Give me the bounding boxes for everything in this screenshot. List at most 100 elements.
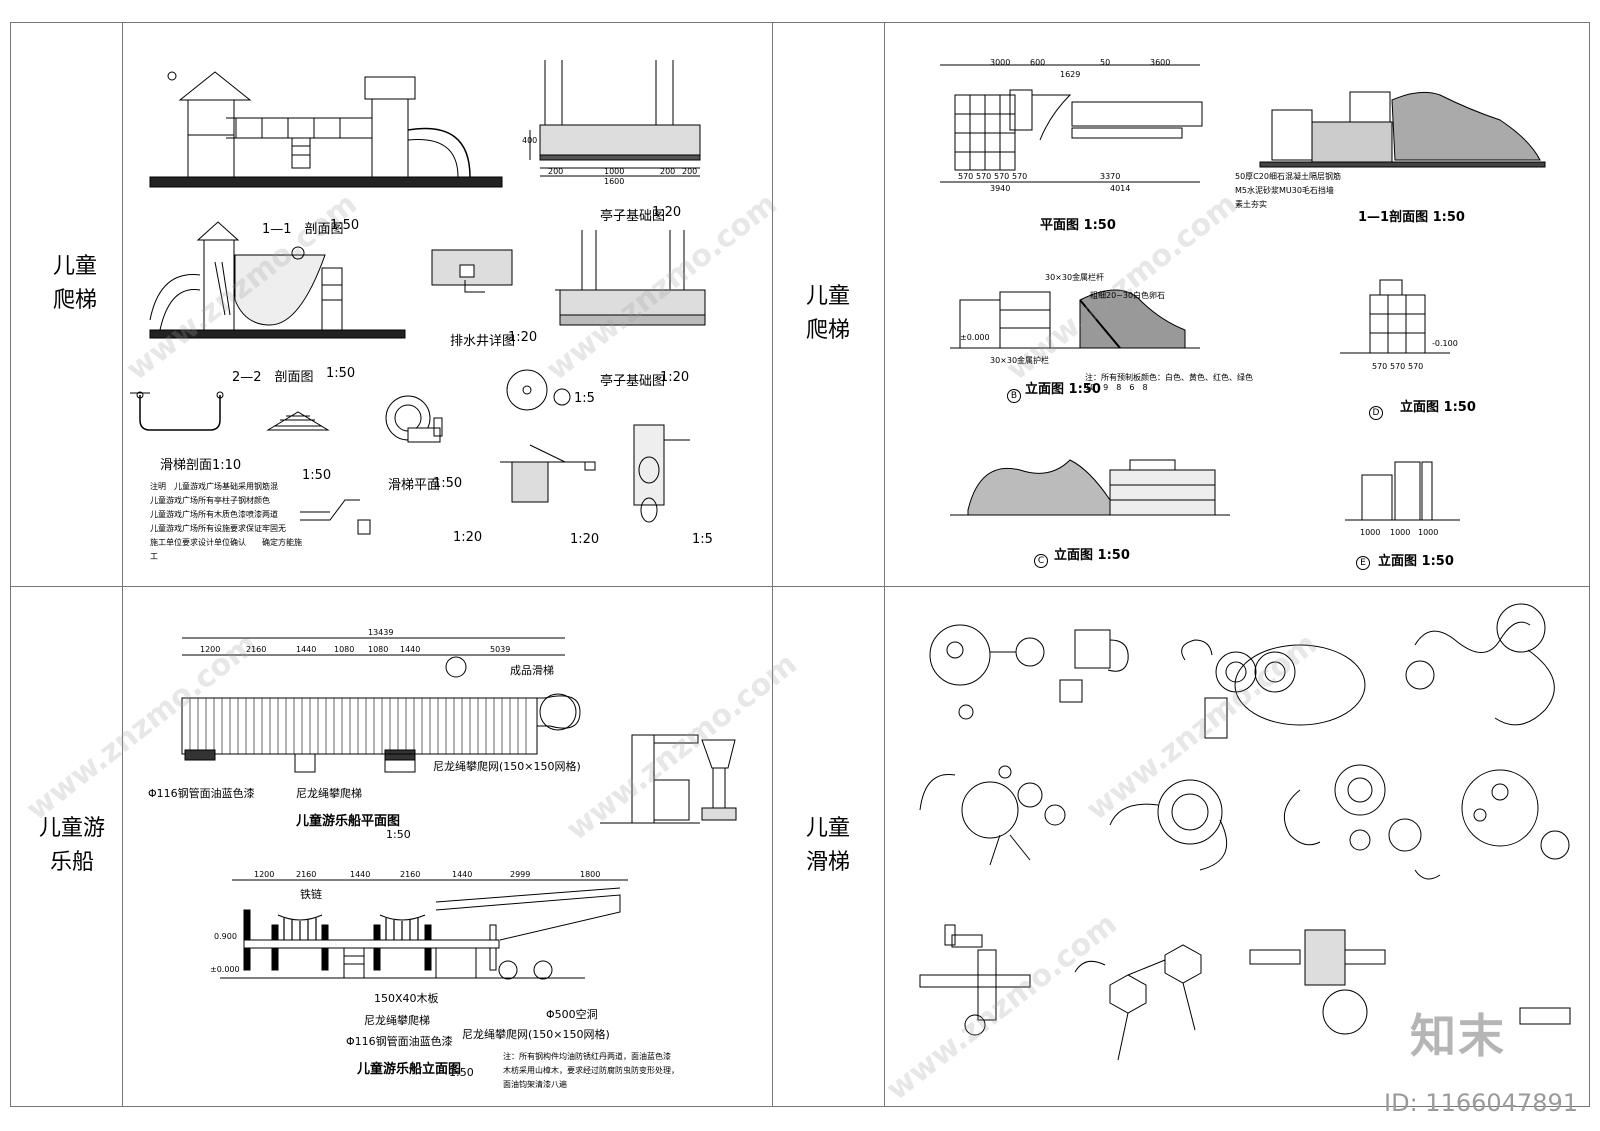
climb-elevation-e-drawing	[1345, 461, 1460, 521]
scale-section-2-2: 1:50	[326, 366, 356, 381]
pavilion-foundation-top-drawing	[529, 60, 701, 177]
caption-slide-plan: 滑梯平面	[388, 478, 441, 493]
dim-plan-bottom-3: 570	[994, 172, 1010, 181]
marker-e: E	[1356, 556, 1370, 570]
boat-plan-dim-3: 1440	[296, 645, 317, 654]
detail-1-scale: 1:50	[302, 468, 332, 483]
elev-label-level-neg: -0.100	[1432, 339, 1458, 348]
climb-color-note-2: 10 9 8 6 8	[1085, 383, 1148, 392]
boat-plan-dim-5: 1080	[368, 645, 389, 654]
elev-label-level-0: ±0.000	[960, 333, 990, 342]
caption-boat-plan: 儿童游乐船平面图	[296, 814, 401, 829]
boat-note-line: 注：所有钢构件均油防锈红丹两道，面油蓝色漆	[503, 1052, 671, 1061]
pavilion-foundation-middle-drawing	[555, 230, 706, 326]
dim-plan-bottom-4: 570	[1012, 172, 1028, 181]
scale-drain: 1:20	[508, 330, 538, 345]
climb-section-notes: 50厚C20细石混凝土隔层钢筋 M5水泥砂浆MU30毛石挡墙 素土夯实	[1235, 170, 1341, 212]
boat-elev-dim-4: 2160	[400, 870, 421, 879]
section-2-2-drawing	[149, 221, 406, 339]
slide-plan-icons	[919, 603, 1571, 1061]
detail-2-drawing	[633, 424, 690, 523]
scale-slide-plan: 1:50	[433, 476, 463, 491]
dim-plan-top-1: 3000	[990, 58, 1011, 67]
climb-note-line: 施工单位要求设计单位确认 确定方能施	[150, 538, 302, 547]
dim-plan-top-2: 600	[1030, 58, 1046, 67]
panel-label-boat: 儿童游 乐船	[22, 812, 122, 880]
boat-elev-dim-2: 2160	[296, 870, 317, 879]
dim-foundation-1: 200	[548, 167, 564, 176]
caption-climb-elev-d: 立面图 1:50	[1400, 400, 1476, 415]
boat-note-line: 面油钧架清漆八遍	[503, 1080, 567, 1089]
section-note-line: 50厚C20细石混凝土隔层钢筋	[1235, 172, 1341, 181]
watermark-id: ID: 1166047891	[1384, 1089, 1578, 1117]
panel-label-slide-line2: 滑梯	[805, 850, 850, 875]
boat-plan-dim-2: 2160	[246, 645, 267, 654]
dim-foundation-4: 1600	[604, 177, 625, 186]
dim-foundation-2: 1000	[604, 167, 625, 176]
marker-c: C	[1034, 554, 1048, 568]
boat-label-board: 150X40木板	[374, 992, 439, 1005]
panel-label-slide: 儿童 滑梯	[782, 812, 874, 880]
climb-note-line: 注明 儿童游戏广场基础采用钢筋混	[150, 482, 278, 491]
climb-elevation-b-drawing	[950, 289, 1200, 349]
caption-section-1-1: 1—1 剖面图	[262, 222, 344, 237]
scale-section-1-1: 1:50	[330, 218, 360, 233]
dim-plan-total-1: 3940	[990, 184, 1011, 193]
elev-label-railing: 30×30金属栏杆	[1045, 273, 1105, 282]
boat-elev-dim-5: 1440	[452, 870, 473, 879]
boat-label-net-2: 尼龙绳攀爬网(150×150网格)	[462, 1028, 610, 1041]
panel-label-boat-line1: 儿童游	[38, 816, 105, 841]
dim-plan-total-2: 4014	[1110, 184, 1131, 193]
caption-boat-elev: 儿童游乐船立面图	[357, 1062, 462, 1077]
scale-slide-section: 1:10	[212, 458, 242, 473]
panel-label-slide-line1: 儿童	[805, 816, 850, 841]
horizontal-divider	[10, 586, 1590, 587]
dim-elev-e-2: 1000	[1390, 528, 1411, 537]
scale-boat-elev: 1:50	[449, 1066, 474, 1079]
section-note-line: 素土夯实	[1235, 200, 1267, 209]
boat-label-slide: 成品滑梯	[510, 664, 554, 677]
caption-climb-section: 1—1剖面图 1:50	[1358, 210, 1465, 225]
dim-plan-bottom-1: 570	[958, 172, 974, 181]
drain-pit-drawing	[431, 249, 513, 293]
boat-label-pipe: Φ116钢管面油蓝色漆	[148, 787, 255, 800]
climb-plan-drawing	[940, 64, 1203, 183]
vertical-divider-right	[884, 22, 885, 1107]
caption-drain: 排水井详图	[450, 334, 516, 349]
scale-pavilion-foundation-a: 1:20	[652, 205, 682, 220]
dim-plan-top-5: 3600	[1150, 58, 1171, 67]
detail-3-scale: 1:20	[570, 532, 600, 547]
boat-plan-dim-1: 1200	[200, 645, 221, 654]
caption-climb-plan: 平面图 1:50	[1040, 218, 1116, 233]
vertical-divider-left	[122, 22, 123, 1107]
boat-label-hole: Φ500空洞	[546, 1008, 598, 1021]
dim-plan-bottom-2: 570	[976, 172, 992, 181]
dim-elev-e-3: 1000	[1418, 528, 1439, 537]
dim-elev-d-3: 570	[1408, 362, 1424, 371]
boat-level-0900: 0.900	[214, 932, 237, 941]
climb-notes: 注明 儿童游戏广场基础采用钢筋混 儿童游戏广场所有亭柱子钢材颜色 儿童游戏广场所…	[150, 480, 302, 564]
slide-plan-drawing	[385, 395, 443, 443]
detail-5-scale: 1:5	[574, 391, 595, 406]
boat-notes: 注：所有钢构件均油防锈红丹两道，面油蓝色漆 木枋采用山樟木，要求经过防腐防虫防变…	[503, 1050, 679, 1092]
boat-detail-drawings	[600, 734, 737, 824]
caption-pavilion-foundation-b: 亭子基础图	[600, 374, 666, 389]
boat-label-net: 尼龙绳攀爬网(150×150网格)	[433, 760, 581, 773]
detail-4-drawing	[300, 499, 371, 535]
caption-pavilion-foundation-a: 亭子基础图	[600, 209, 666, 224]
panel-label-climb-1: 儿童 爬梯	[30, 250, 120, 318]
dim-plan-top-3: 1629	[1060, 70, 1081, 79]
marker-b: B	[1007, 389, 1021, 403]
climb-note-line: 工	[150, 552, 158, 561]
panel-label-climb-2: 儿童 爬梯	[782, 280, 874, 348]
climb-note-line: 儿童游戏广场所有亭柱子钢材颜色	[150, 496, 270, 505]
detail-2-scale: 1:5	[692, 532, 713, 547]
dim-foundation-6: 400	[522, 136, 538, 145]
boat-label-chain: 铁链	[300, 888, 322, 901]
boat-elev-dim-6: 2999	[510, 870, 531, 879]
boat-label-ladder-2: 尼龙绳攀爬梯	[364, 1014, 430, 1027]
panel-label-climb-2-line1: 儿童	[805, 284, 850, 309]
dim-plan-bottom-5: 3370	[1100, 172, 1121, 181]
caption-slide-section: 滑梯剖面	[160, 458, 213, 473]
